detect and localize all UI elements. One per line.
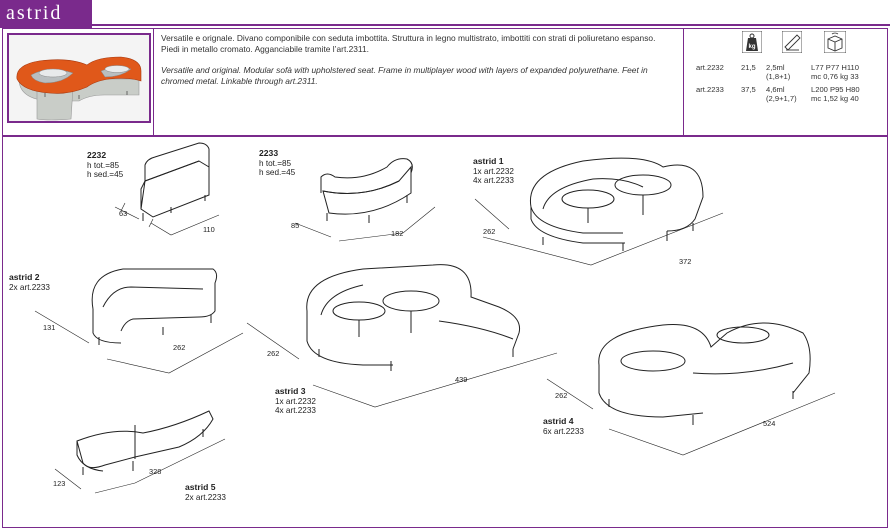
dimension-astrid-1-width: 372	[679, 257, 692, 266]
dimension-astrid-3-width: 439	[455, 375, 468, 384]
module-title: astrid 5	[185, 482, 216, 492]
module-line: 2x art.2233	[185, 492, 226, 502]
spec-row: art.2232 21,5 2,5ml (1,8+1) L77 P77 H110…	[696, 63, 886, 85]
module-title: astrid 1	[473, 156, 504, 166]
dimension-2233-width: 182	[391, 229, 404, 238]
module-title: astrid 2	[9, 272, 40, 282]
module-line: h tot.=85	[259, 158, 292, 168]
module-line: 4x art.2233	[473, 176, 514, 186]
package-box-icon	[823, 30, 848, 55]
drawing-astrid-2	[34, 268, 244, 374]
module-line: 4x art.2233	[275, 406, 316, 416]
module-title: 2232	[87, 150, 107, 160]
dimension-2232-width: 110	[203, 225, 215, 234]
spec-fabric-split: (2,9+1,7)	[766, 94, 797, 103]
description-italian: Versatile e orignale. Divano componibile…	[161, 33, 656, 54]
drawing-astrid-5	[54, 410, 226, 494]
description-english: Versatile and original. Modular sofà wit…	[161, 65, 648, 86]
drawing-2233	[294, 158, 436, 242]
spec-art: art.2232	[696, 63, 724, 72]
brand-name: astrid	[6, 2, 63, 24]
module-title: astrid 3	[275, 386, 306, 396]
drawing-astrid-3	[246, 264, 558, 408]
spec-weight: 37,5	[741, 85, 756, 94]
module-line: h sed.=45	[259, 168, 296, 178]
dimension-astrid-4-width: 524	[763, 419, 776, 428]
module-line: h sed.=45	[87, 170, 124, 180]
spec-size: L77 P77 H110	[811, 63, 859, 72]
spec-fabric: 2,5ml	[766, 63, 785, 72]
module-line: 1x art.2232	[473, 166, 514, 176]
spec-row: art.2233 37,5 4,6ml (2,9+1,7) L200 P95 H…	[696, 85, 886, 107]
weight-kg-icon: kg	[741, 30, 766, 55]
line-drawings	[34, 142, 836, 494]
brand-header: astrid	[0, 0, 890, 28]
description: Versatile e orignale. Divano componibile…	[161, 33, 661, 97]
spec-icons: kg	[738, 30, 878, 61]
module-title: astrid 4	[543, 416, 574, 426]
dimension-astrid-3-depth: 262	[267, 349, 280, 358]
spec-fabric-split: (1,8+1)	[766, 72, 791, 81]
module-label-astrid-5: astrid 5 2x art.2233	[185, 482, 226, 502]
dimension-astrid-2-depth: 131	[43, 323, 56, 332]
module-line: 2x art.2233	[9, 282, 50, 292]
dimension-astrid-5-depth: 123	[53, 479, 66, 488]
spec-art: art.2233	[696, 85, 724, 94]
drawing-2232	[114, 142, 220, 236]
module-label-2232: 2232 h tot.=85 h sed.=45	[87, 150, 124, 180]
dimension-2232-depth: 63	[119, 209, 128, 218]
spec-fabric: 4,6ml	[766, 85, 785, 94]
svg-text:kg: kg	[748, 44, 755, 50]
sofa-photo-illustration	[9, 35, 149, 121]
dimension-astrid-4-depth: 262	[555, 391, 568, 400]
module-line: 6x art.2233	[543, 426, 584, 436]
module-label-astrid-1: astrid 1 1x art.2232 4x art.2233	[473, 156, 514, 186]
divider	[683, 29, 684, 135]
dimension-astrid-5-width: 328	[149, 467, 162, 476]
fabric-roll-icon	[781, 30, 806, 55]
module-title: 2233	[259, 148, 279, 158]
spec-size: L200 P95 H80	[811, 85, 860, 94]
brand-tab: astrid	[0, 0, 92, 28]
spec-volume: mc 0,76 kg 33	[811, 72, 859, 81]
spec-weight: 21,5	[741, 63, 756, 72]
module-line: h tot.=85	[87, 160, 120, 170]
module-line: 1x art.2232	[275, 396, 316, 406]
module-label-astrid-4: astrid 4 6x art.2233	[543, 416, 584, 436]
spec-volume: mc 1,52 kg 40	[811, 94, 859, 103]
dimension-astrid-1-depth: 262	[483, 227, 496, 236]
dimension-astrid-2-width: 262	[173, 343, 186, 352]
technical-drawings: 2232 h tot.=85 h sed.=45 2233 h tot.=85 …	[2, 136, 888, 528]
drawing-astrid-4	[546, 322, 836, 456]
info-panel: Versatile e orignale. Divano componibile…	[2, 28, 888, 136]
module-label-astrid-2: astrid 2 2x art.2233	[9, 272, 50, 292]
drawing-astrid-1	[474, 157, 724, 266]
divider	[153, 29, 154, 135]
dimension-2233-depth: 85	[291, 221, 300, 230]
brand-rule	[92, 24, 890, 26]
product-photo	[7, 33, 151, 123]
module-label-2233: 2233 h tot.=85 h sed.=45	[259, 148, 296, 178]
module-label-astrid-3: astrid 3 1x art.2232 4x art.2233	[275, 386, 316, 416]
